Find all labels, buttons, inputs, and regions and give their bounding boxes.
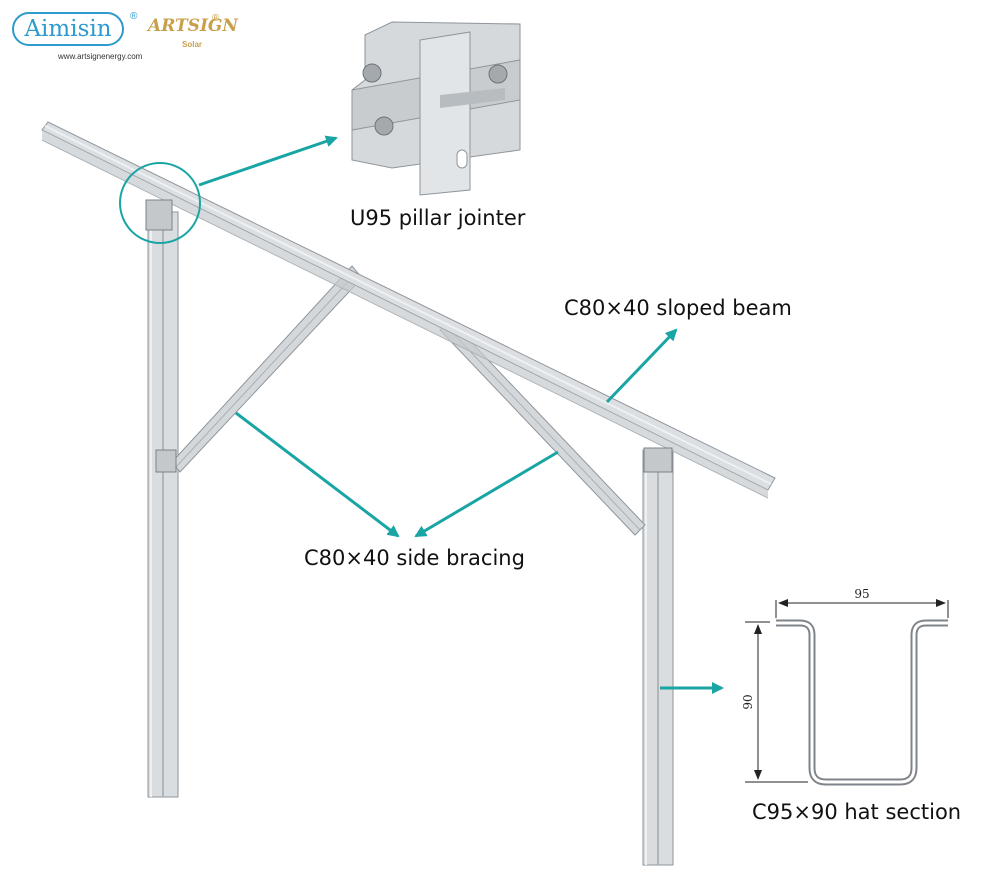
hat-width-dimension: 95 <box>854 587 869 601</box>
registered-mark: ® <box>130 11 138 22</box>
artsign-logo: ARTSIGN Solar <box>148 16 238 50</box>
label-jointer: U95 pillar jointer <box>350 206 526 230</box>
left-pillar-jointer <box>145 199 173 231</box>
aimisin-logo-text: Aimisin <box>24 16 112 42</box>
sloped-beam <box>41 121 776 499</box>
left-pillar <box>147 211 179 798</box>
arrow-to-beam-label <box>605 328 678 404</box>
artsign-logo-text: ARTSIGN <box>148 16 238 36</box>
arrow-to-jointer <box>198 135 338 187</box>
right-pillar-jointer <box>643 447 673 473</box>
left-side-bracing <box>171 265 363 473</box>
artsign-logo-sub: Solar <box>182 40 203 49</box>
label-hat-section: C95×90 hat section <box>752 800 962 824</box>
jointer-highlight-circle <box>119 162 201 244</box>
website-url: www.artsignenergy.com <box>58 52 143 61</box>
jointer-detail-illustration <box>351 21 521 196</box>
label-sloped-beam: C80×40 sloped beam <box>564 296 792 320</box>
arrow-right-bracing <box>414 450 559 538</box>
left-brace-bracket <box>155 449 177 473</box>
label-side-bracing: C80×40 side bracing <box>304 546 525 570</box>
arrow-left-bracing <box>235 411 400 538</box>
hat-section-profile <box>745 599 949 786</box>
hat-height-dimension: 90 <box>741 694 755 709</box>
registered-mark-artsign: ® <box>212 13 220 24</box>
right-pillar <box>642 449 674 866</box>
aimisin-logo: Aimisin <box>12 12 124 46</box>
